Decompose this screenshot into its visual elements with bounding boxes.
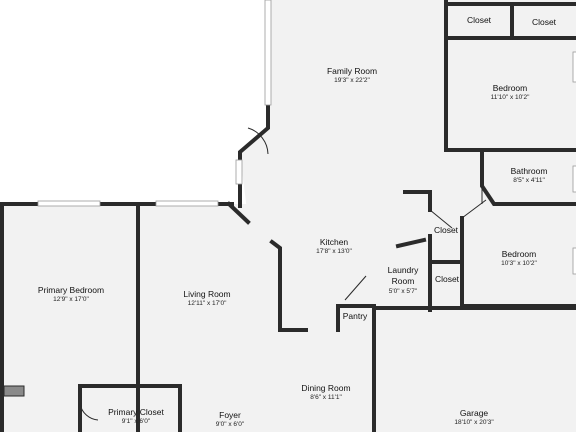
room-laundry: Laundry Room 5'0" x 5'7" xyxy=(388,265,419,295)
room-name: Dining Room xyxy=(301,383,350,393)
room-primary-closet: Primary Closet 9'1" x 6'0" xyxy=(108,407,164,425)
room-dimensions: 12'11" x 17'0" xyxy=(188,300,227,307)
room-closet-3: Closet xyxy=(434,225,459,235)
room-dimensions: 8'6" x 11'1" xyxy=(310,394,342,401)
room-living-room: Living Room 12'11" x 17'0" xyxy=(183,289,230,307)
room-name: Room xyxy=(392,276,415,286)
room-name: Closet xyxy=(532,17,557,27)
room-name: Living Room xyxy=(183,289,230,299)
room-dimensions: 18'10" x 20'3" xyxy=(454,419,494,426)
room-dimensions: 12'9" x 17'0" xyxy=(53,296,89,303)
room-bathroom: Bathroom 8'5" x 4'11" xyxy=(511,166,548,184)
room-name: Pantry xyxy=(343,311,368,321)
windows xyxy=(37,0,576,275)
room-bedroom-lower: Bedroom 10'3" x 10'2" xyxy=(501,249,537,267)
room-name: Garage xyxy=(460,408,489,418)
room-dimensions: 9'1" x 6'0" xyxy=(122,418,151,425)
room-name: Bedroom xyxy=(502,249,537,259)
room-name: Closet xyxy=(435,274,460,284)
room-name: Family Room xyxy=(327,66,377,76)
room-family-room: Family Room 19'3" x 22'2" xyxy=(327,66,377,84)
room-dimensions: 5'0" x 5'7" xyxy=(389,288,418,295)
room-closet-2: Closet xyxy=(532,17,557,27)
room-kitchen: Kitchen 17'8" x 13'0" xyxy=(316,237,352,255)
fireplace xyxy=(3,385,25,397)
room-closet-1: Closet xyxy=(467,15,492,25)
room-pantry: Pantry xyxy=(343,311,368,321)
room-labels: Family Room 19'3" x 22'2" Bedroom 11'10"… xyxy=(38,15,557,428)
room-bedroom-top: Bedroom 11'10" x 10'2" xyxy=(491,83,530,101)
room-dining-room: Dining Room 8'6" x 11'1" xyxy=(301,383,350,401)
room-name: Primary Closet xyxy=(108,407,164,417)
room-dimensions: 11'10" x 10'2" xyxy=(491,94,530,101)
floor-area-upper xyxy=(268,0,576,432)
room-garage: Garage 18'10" x 20'3" xyxy=(454,408,494,426)
room-dimensions: 19'3" x 22'2" xyxy=(334,77,370,84)
room-dimensions: 8'5" x 4'11" xyxy=(513,177,545,184)
room-dimensions: 17'8" x 13'0" xyxy=(316,248,352,255)
room-dimensions: 10'3" x 10'2" xyxy=(501,260,537,267)
room-name: Closet xyxy=(434,225,459,235)
room-name: Laundry xyxy=(388,265,419,275)
exterior-region xyxy=(0,0,268,204)
door-swings xyxy=(79,127,487,421)
room-primary-bedroom: Primary Bedroom 12'9" x 17'0" xyxy=(38,285,104,303)
room-name: Kitchen xyxy=(320,237,349,247)
room-name: Primary Bedroom xyxy=(38,285,104,295)
room-closet-4: Closet xyxy=(435,274,460,284)
room-name: Foyer xyxy=(219,410,241,420)
room-name: Bathroom xyxy=(511,166,548,176)
room-foyer: Foyer 9'0" x 6'0" xyxy=(216,410,245,428)
room-name: Bedroom xyxy=(493,83,528,93)
room-name: Closet xyxy=(467,15,492,25)
room-dimensions: 9'0" x 6'0" xyxy=(216,421,245,428)
